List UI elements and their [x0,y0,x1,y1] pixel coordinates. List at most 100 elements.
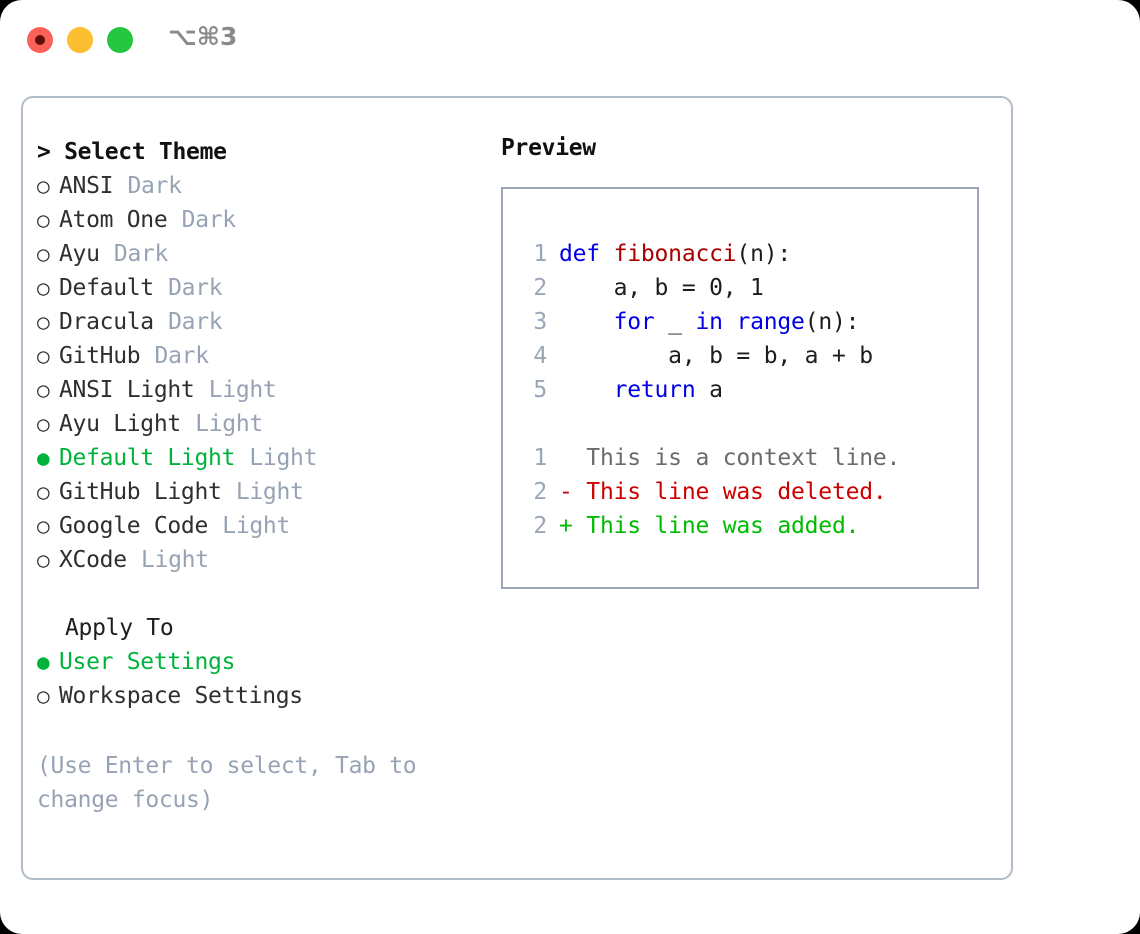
keyboard-hint-text: (Use Enter to select, Tab to change focu… [37,753,417,813]
code-token: a, b = 0, 1 [559,275,764,301]
line-number: 2 [533,513,547,539]
theme-option-variant-tag: Dark [154,343,210,369]
code-token: This is a context line. [559,445,901,471]
code-line: 5 return a [503,373,977,407]
theme-option-google-code[interactable]: ○ Google Code Light [37,509,487,543]
minimize-window-button[interactable] [67,27,93,53]
radio-unselected-icon: ○ [37,378,50,402]
code-token: _ [654,309,696,335]
theme-option-variant-tag: Dark [127,173,182,199]
theme-option-label: XCode [59,547,127,573]
code-token: (n): [804,309,860,335]
theme-option-github-light[interactable]: ○ GitHub Light Light [37,475,487,509]
theme-option-dracula[interactable]: ○ Dracula Dark [37,305,487,339]
theme-option-label: GitHub Light [59,479,222,505]
theme-option-atom-one[interactable]: ○ Atom One Dark [37,203,487,237]
theme-option-variant-tag: Light [235,479,304,505]
line-number: 1 [533,241,547,267]
theme-option-label: ANSI Light [59,377,195,403]
theme-option-ayu[interactable]: ○ Ayu Dark [37,237,487,271]
apply-to-heading: Apply To [65,615,174,641]
code-line: 3 for _ in range(n): [503,305,977,339]
line-number: 5 [533,377,547,403]
apply-to-group: Apply To ● User Settings ○ Workspace Settin… [37,611,487,713]
title-bar: ⌥⌘3 [0,0,1140,78]
theme-option-ansi[interactable]: ○ ANSI Dark [37,169,487,203]
theme-option-label: Google Code [59,513,209,539]
close-window-button[interactable] [27,27,53,53]
theme-option-ansi-light[interactable]: ○ ANSI Light Light [37,373,487,407]
apply-to-option-user-settings[interactable]: ● User Settings [37,645,487,679]
radio-unselected-icon: ○ [37,514,50,538]
theme-option-label: ANSI [59,173,114,199]
code-line: 2 a, b = 0, 1 [503,271,977,305]
diff-line: 1 This is a context line. [503,441,977,475]
radio-unselected-icon: ○ [37,684,50,708]
radio-unselected-icon: ○ [37,276,50,300]
theme-option-variant-tag: Light [249,445,318,471]
line-number: 3 [533,309,547,335]
preview-heading: Preview [501,135,596,161]
radio-unselected-icon: ○ [37,174,50,198]
radio-unselected-icon: ○ [37,480,50,504]
theme-option-variant-tag: Light [222,513,291,539]
radio-unselected-icon: ○ [37,310,50,334]
line-number: 2 [533,479,547,505]
code-token: fibonacci [613,241,737,267]
theme-option-variant-tag: Dark [181,207,237,233]
theme-option-label: Ayu Light [59,411,181,437]
code-token: def [559,241,614,267]
radio-unselected-icon: ○ [37,344,50,368]
theme-option-variant-tag: Light [195,411,263,437]
radio-selected-icon: ● [37,650,50,674]
select-theme-heading: > Select Theme [37,139,227,165]
keyboard-shortcut-label: ⌥⌘3 [168,22,238,51]
code-line: 4 a, b = b, a + b [503,339,977,373]
line-number: 1 [533,445,547,471]
code-token: in range [695,309,805,335]
theme-option-label: Dracula [59,309,154,335]
theme-option-variant-tag: Dark [168,275,223,301]
maximize-window-button[interactable] [107,27,133,53]
theme-option-label: Default [59,275,154,301]
theme-option-label: Atom One [59,207,168,233]
theme-option-label: Default Light [59,445,236,471]
radio-selected-icon: ● [37,446,50,470]
apply-to-option-list: ● User Settings ○ Workspace Settings [37,645,487,713]
theme-option-variant-tag: Dark [113,241,169,267]
code-token: a, b = b, a + b [559,343,873,369]
theme-option-ayu-light[interactable]: ○ Ayu Light Light [37,407,487,441]
apply-to-option-label: Workspace Settings [59,683,303,709]
code-token [559,305,614,339]
code-token: a [695,377,723,403]
apply-to-option-workspace-settings[interactable]: ○ Workspace Settings [37,679,487,713]
radio-unselected-icon: ○ [37,412,50,436]
theme-option-variant-tag: Light [208,377,277,403]
diff-sample-block: 1 This is a context line. 2 - This line wa… [503,441,977,543]
code-token: - This line was deleted. [559,479,887,505]
theme-option-default[interactable]: ○ Default Dark [37,271,487,305]
diff-line: 2+ This line was added. [503,509,977,543]
radio-unselected-icon: ○ [37,242,50,266]
radio-unselected-icon: ○ [37,548,50,572]
code-token [559,373,614,407]
theme-option-label: Ayu [59,241,100,267]
line-number: 4 [533,343,547,369]
apply-to-option-label: User Settings [59,649,236,675]
line-number: 2 [533,275,547,301]
code-token: return [613,377,696,403]
theme-option-variant-tag: Dark [168,309,223,335]
radio-unselected-icon: ○ [37,208,50,232]
theme-option-default-light[interactable]: ● Default Light Light [37,441,487,475]
diff-line: 2 - This line was deleted. [503,475,977,509]
